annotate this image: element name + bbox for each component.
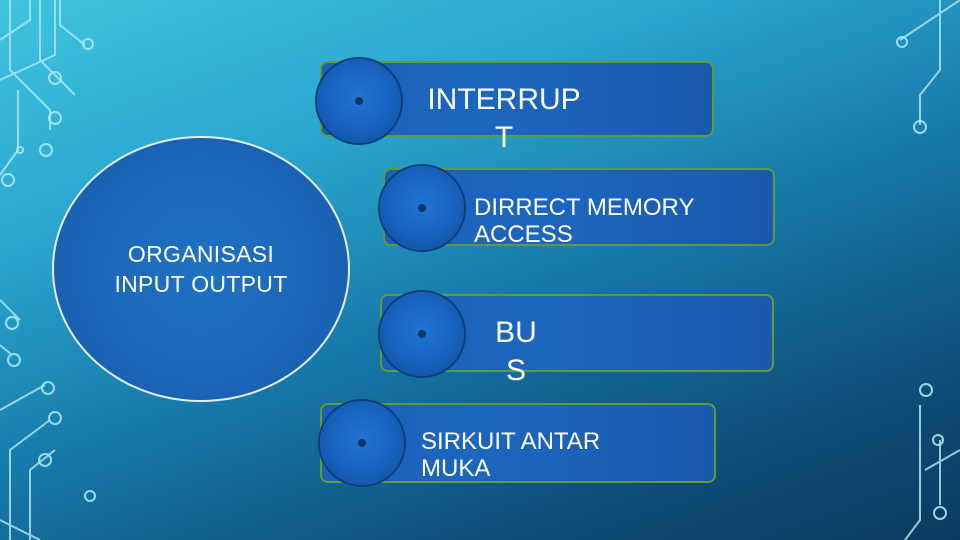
item-node-sirkuit — [320, 401, 404, 485]
item-node-dma — [380, 166, 464, 250]
item-label-dma: DIRRECT MEMORY ACCESS — [474, 194, 695, 248]
main-topic-label: ORGANISASI INPUT OUTPUT — [114, 241, 288, 297]
item-node-interrupt — [317, 59, 401, 143]
item-label-bus: BU S — [495, 316, 537, 387]
item-label-sirkuit: SIRKUIT ANTAR MUKA — [421, 428, 601, 482]
main-topic-circle: ORGANISASI INPUT OUTPUT — [52, 136, 350, 402]
item-label-interrupt: INTERRUP T — [427, 83, 581, 154]
item-node-bus — [380, 292, 464, 376]
